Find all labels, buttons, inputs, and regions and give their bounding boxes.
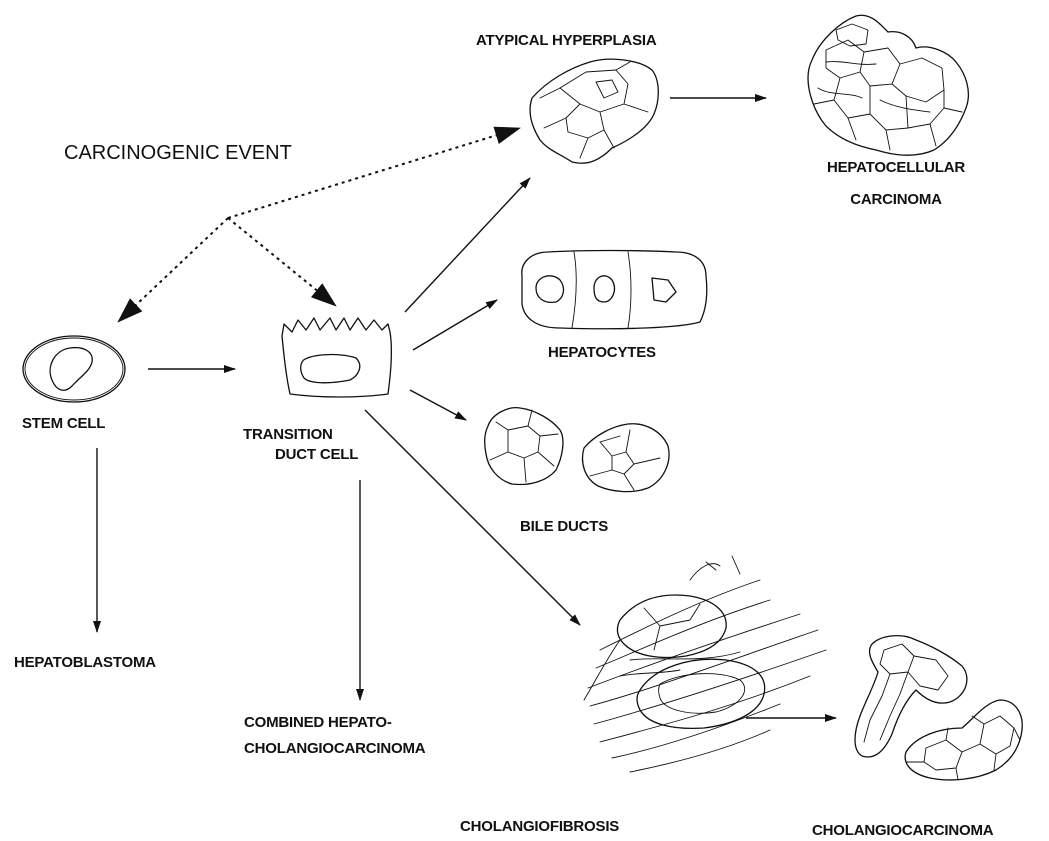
cholangiofibrosis-label: CHOLANGIOFIBROSIS bbox=[460, 818, 619, 835]
hepatoblastoma-label: HEPATOBLASTOMA bbox=[14, 654, 156, 671]
hepatocytes-drawing bbox=[522, 251, 707, 329]
atypical-hyperplasia-drawing bbox=[530, 59, 658, 163]
arrow-to-atypical-hyperplasia bbox=[405, 178, 530, 312]
combined-label-line2: CHOLANGIOCARCINOMA bbox=[244, 739, 425, 759]
carcinogenic-event-label: CARCINOGENIC EVENT bbox=[64, 142, 292, 165]
arrow-to-bile-ducts bbox=[410, 390, 466, 420]
transition-duct-cell-label-line2: DUCT CELL bbox=[243, 445, 358, 465]
hepatocellular-carcinoma-label-line2: CARCINOMA bbox=[806, 190, 986, 210]
hepatocellular-carcinoma-label: HEPATOCELLULAR CARCINOMA bbox=[806, 158, 986, 211]
transition-duct-cell-label-line1: TRANSITION bbox=[243, 425, 358, 445]
bile-ducts-label: BILE DUCTS bbox=[520, 518, 608, 535]
hepatocellular-carcinoma-label-line1: HEPATOCELLULAR bbox=[806, 158, 986, 178]
cholangiocarcinoma-label: CHOLANGIOCARCINOMA bbox=[812, 822, 993, 839]
hepatocytes-label: HEPATOCYTES bbox=[548, 344, 656, 361]
arrow-to-hepatocytes bbox=[413, 300, 497, 350]
lineage-arrows bbox=[97, 98, 836, 718]
transition-duct-cell-label: TRANSITION DUCT CELL bbox=[243, 425, 358, 466]
dashed-arrow-to-stem-cell bbox=[118, 218, 228, 322]
cholangiofibrosis-drawing bbox=[584, 556, 826, 772]
hepatocellular-carcinoma-drawing bbox=[808, 15, 968, 155]
atypical-hyperplasia-label: ATYPICAL HYPERPLASIA bbox=[476, 32, 656, 49]
dashed-arrow-to-transition-duct-cell bbox=[228, 218, 336, 306]
stem-cell-label: STEM CELL bbox=[22, 415, 105, 432]
bile-ducts-drawing bbox=[485, 408, 669, 492]
combined-hepatocholangiocarcinoma-label: COMBINED HEPATO- CHOLANGIOCARCINOMA bbox=[244, 713, 425, 760]
transition-duct-cell-drawing bbox=[282, 318, 391, 397]
cholangiocarcinoma-drawing bbox=[855, 636, 1022, 780]
stem-cell-drawing bbox=[23, 336, 125, 402]
combined-label-line1: COMBINED HEPATO- bbox=[244, 713, 425, 733]
